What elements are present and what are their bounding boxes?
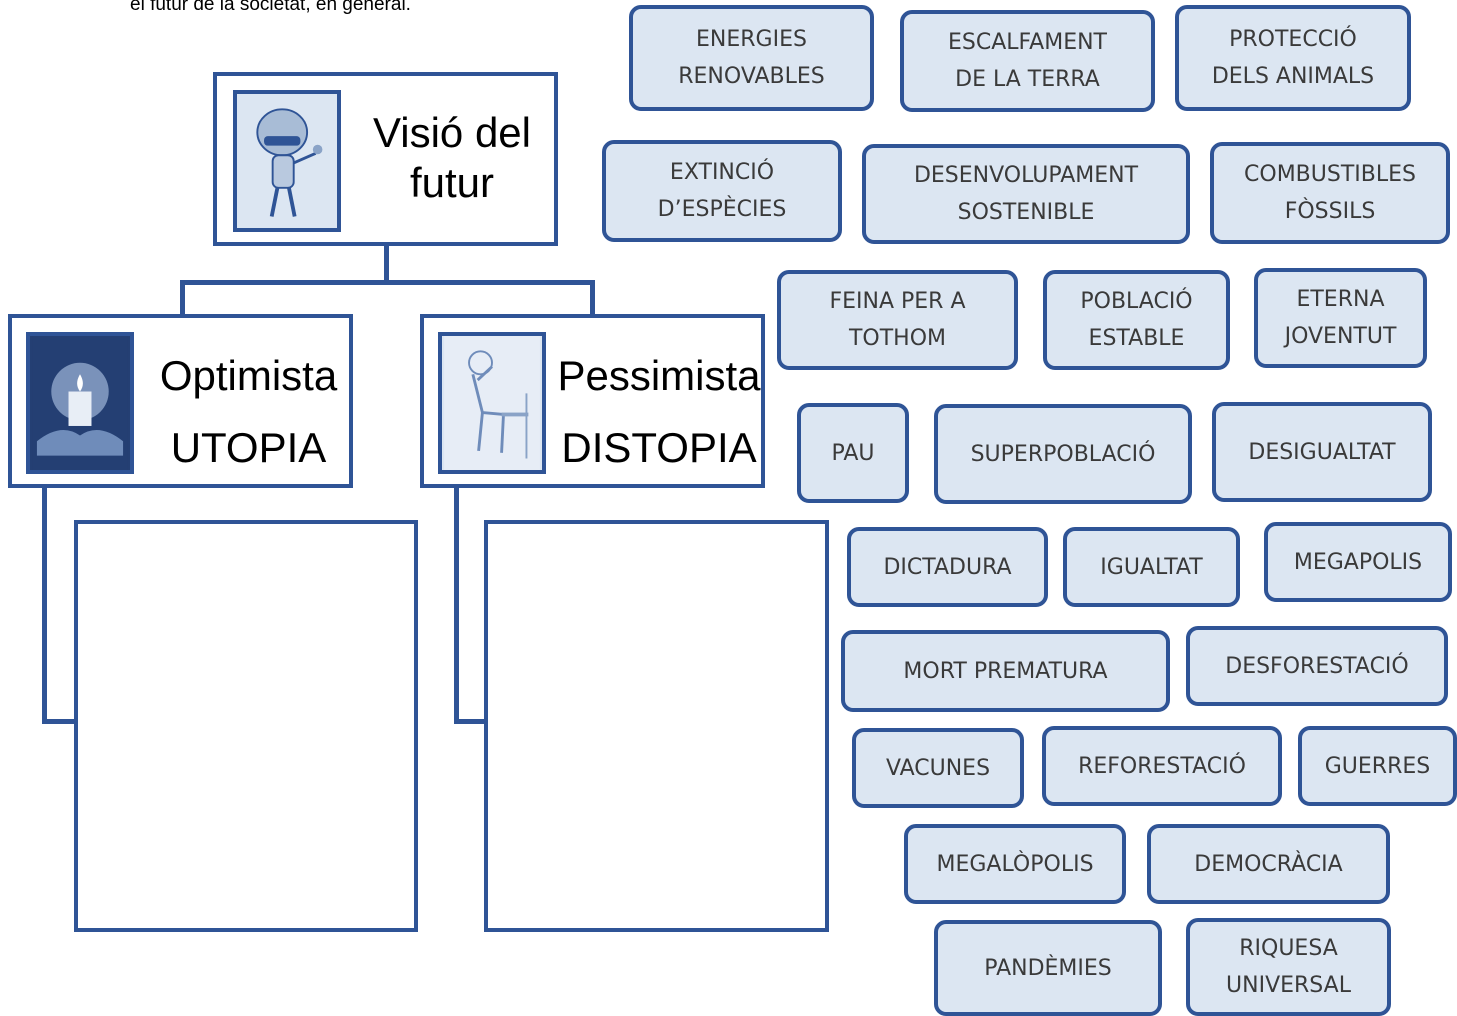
tag-energies-renovables[interactable]: ENERGIES RENOVABLES	[629, 5, 874, 111]
tag-riquesa-universal[interactable]: RIQUESA UNIVERSAL	[1186, 918, 1391, 1016]
connector-left-bracket-h	[42, 719, 78, 724]
tag-feina-per-a-tothom[interactable]: FEINA PER A TOTHOM	[777, 270, 1018, 370]
tag-igualtat[interactable]: IGUALTAT	[1063, 527, 1240, 607]
tag-democracia[interactable]: DEMOCRÀCIA	[1147, 824, 1390, 904]
optimist-subtitle: UTOPIA	[170, 424, 327, 471]
connector-right-bracket-v	[454, 486, 459, 724]
tag-guerres[interactable]: GUERRES	[1298, 726, 1457, 806]
utopia-drop-area[interactable]	[74, 520, 418, 932]
root-title-line2: futur	[409, 159, 495, 207]
tag-megalopolis[interactable]: MEGALÒPOLIS	[904, 824, 1126, 904]
intro-text: el futur de la societat, en general.	[130, 0, 411, 15]
tag-poblacio-estable[interactable]: POBLACIÓ ESTABLE	[1043, 270, 1230, 370]
tag-pandemies[interactable]: PANDÈMIES	[934, 920, 1162, 1016]
connector-left-down	[180, 280, 185, 318]
pessimist-subtitle: DISTOPIA	[561, 424, 757, 471]
connector-horizontal	[180, 280, 595, 285]
connector-root-down	[384, 244, 389, 284]
tag-extincio-despecies[interactable]: EXTINCIÓ D’ESPÈCIES	[602, 140, 842, 242]
pessimist-node: Pessimista DISTOPIA	[420, 314, 765, 488]
tag-mort-prematura[interactable]: MORT PREMATURA	[841, 630, 1170, 712]
sad-figure-icon	[438, 332, 546, 474]
root-node: Visió del futur	[213, 72, 558, 246]
tag-desforestacio[interactable]: DESFORESTACIÓ	[1186, 626, 1448, 706]
tag-dictadura[interactable]: DICTADURA	[847, 527, 1048, 607]
robot-icon	[233, 90, 341, 232]
connector-right-bracket-h	[454, 719, 490, 724]
candle-hands-icon	[26, 332, 134, 474]
tag-pau[interactable]: PAU	[797, 403, 909, 503]
optimist-title: Optimista	[159, 352, 338, 399]
connector-left-bracket-v	[42, 486, 47, 724]
tag-desenvolupament-sostenible[interactable]: DESENVOLUPAMENT SOSTENIBLE	[862, 144, 1190, 244]
connector-right-down	[590, 280, 595, 318]
tag-superpoblacio[interactable]: SUPERPOBLACIÓ	[934, 404, 1192, 504]
tag-desigualtat[interactable]: DESIGUALTAT	[1212, 402, 1432, 502]
root-title-line1: Visió del	[373, 109, 531, 156]
pessimist-title: Pessimista	[557, 352, 761, 399]
tag-combustibles-fossils[interactable]: COMBUSTIBLES FÒSSILS	[1210, 142, 1450, 244]
tag-escalfament-de-la-terra[interactable]: ESCALFAMENT DE LA TERRA	[900, 10, 1155, 112]
tag-vacunes[interactable]: VACUNES	[852, 728, 1024, 808]
tag-eterna-joventut[interactable]: ETERNA JOVENTUT	[1254, 268, 1427, 368]
tag-reforestacio[interactable]: REFORESTACIÓ	[1042, 726, 1282, 806]
tag-proteccio-dels-animals[interactable]: PROTECCIÓ DELS ANIMALS	[1175, 5, 1411, 111]
optimist-node: Optimista UTOPIA	[8, 314, 353, 488]
distopia-drop-area[interactable]	[484, 520, 829, 932]
tag-megapolis[interactable]: MEGAPOLIS	[1264, 522, 1452, 602]
